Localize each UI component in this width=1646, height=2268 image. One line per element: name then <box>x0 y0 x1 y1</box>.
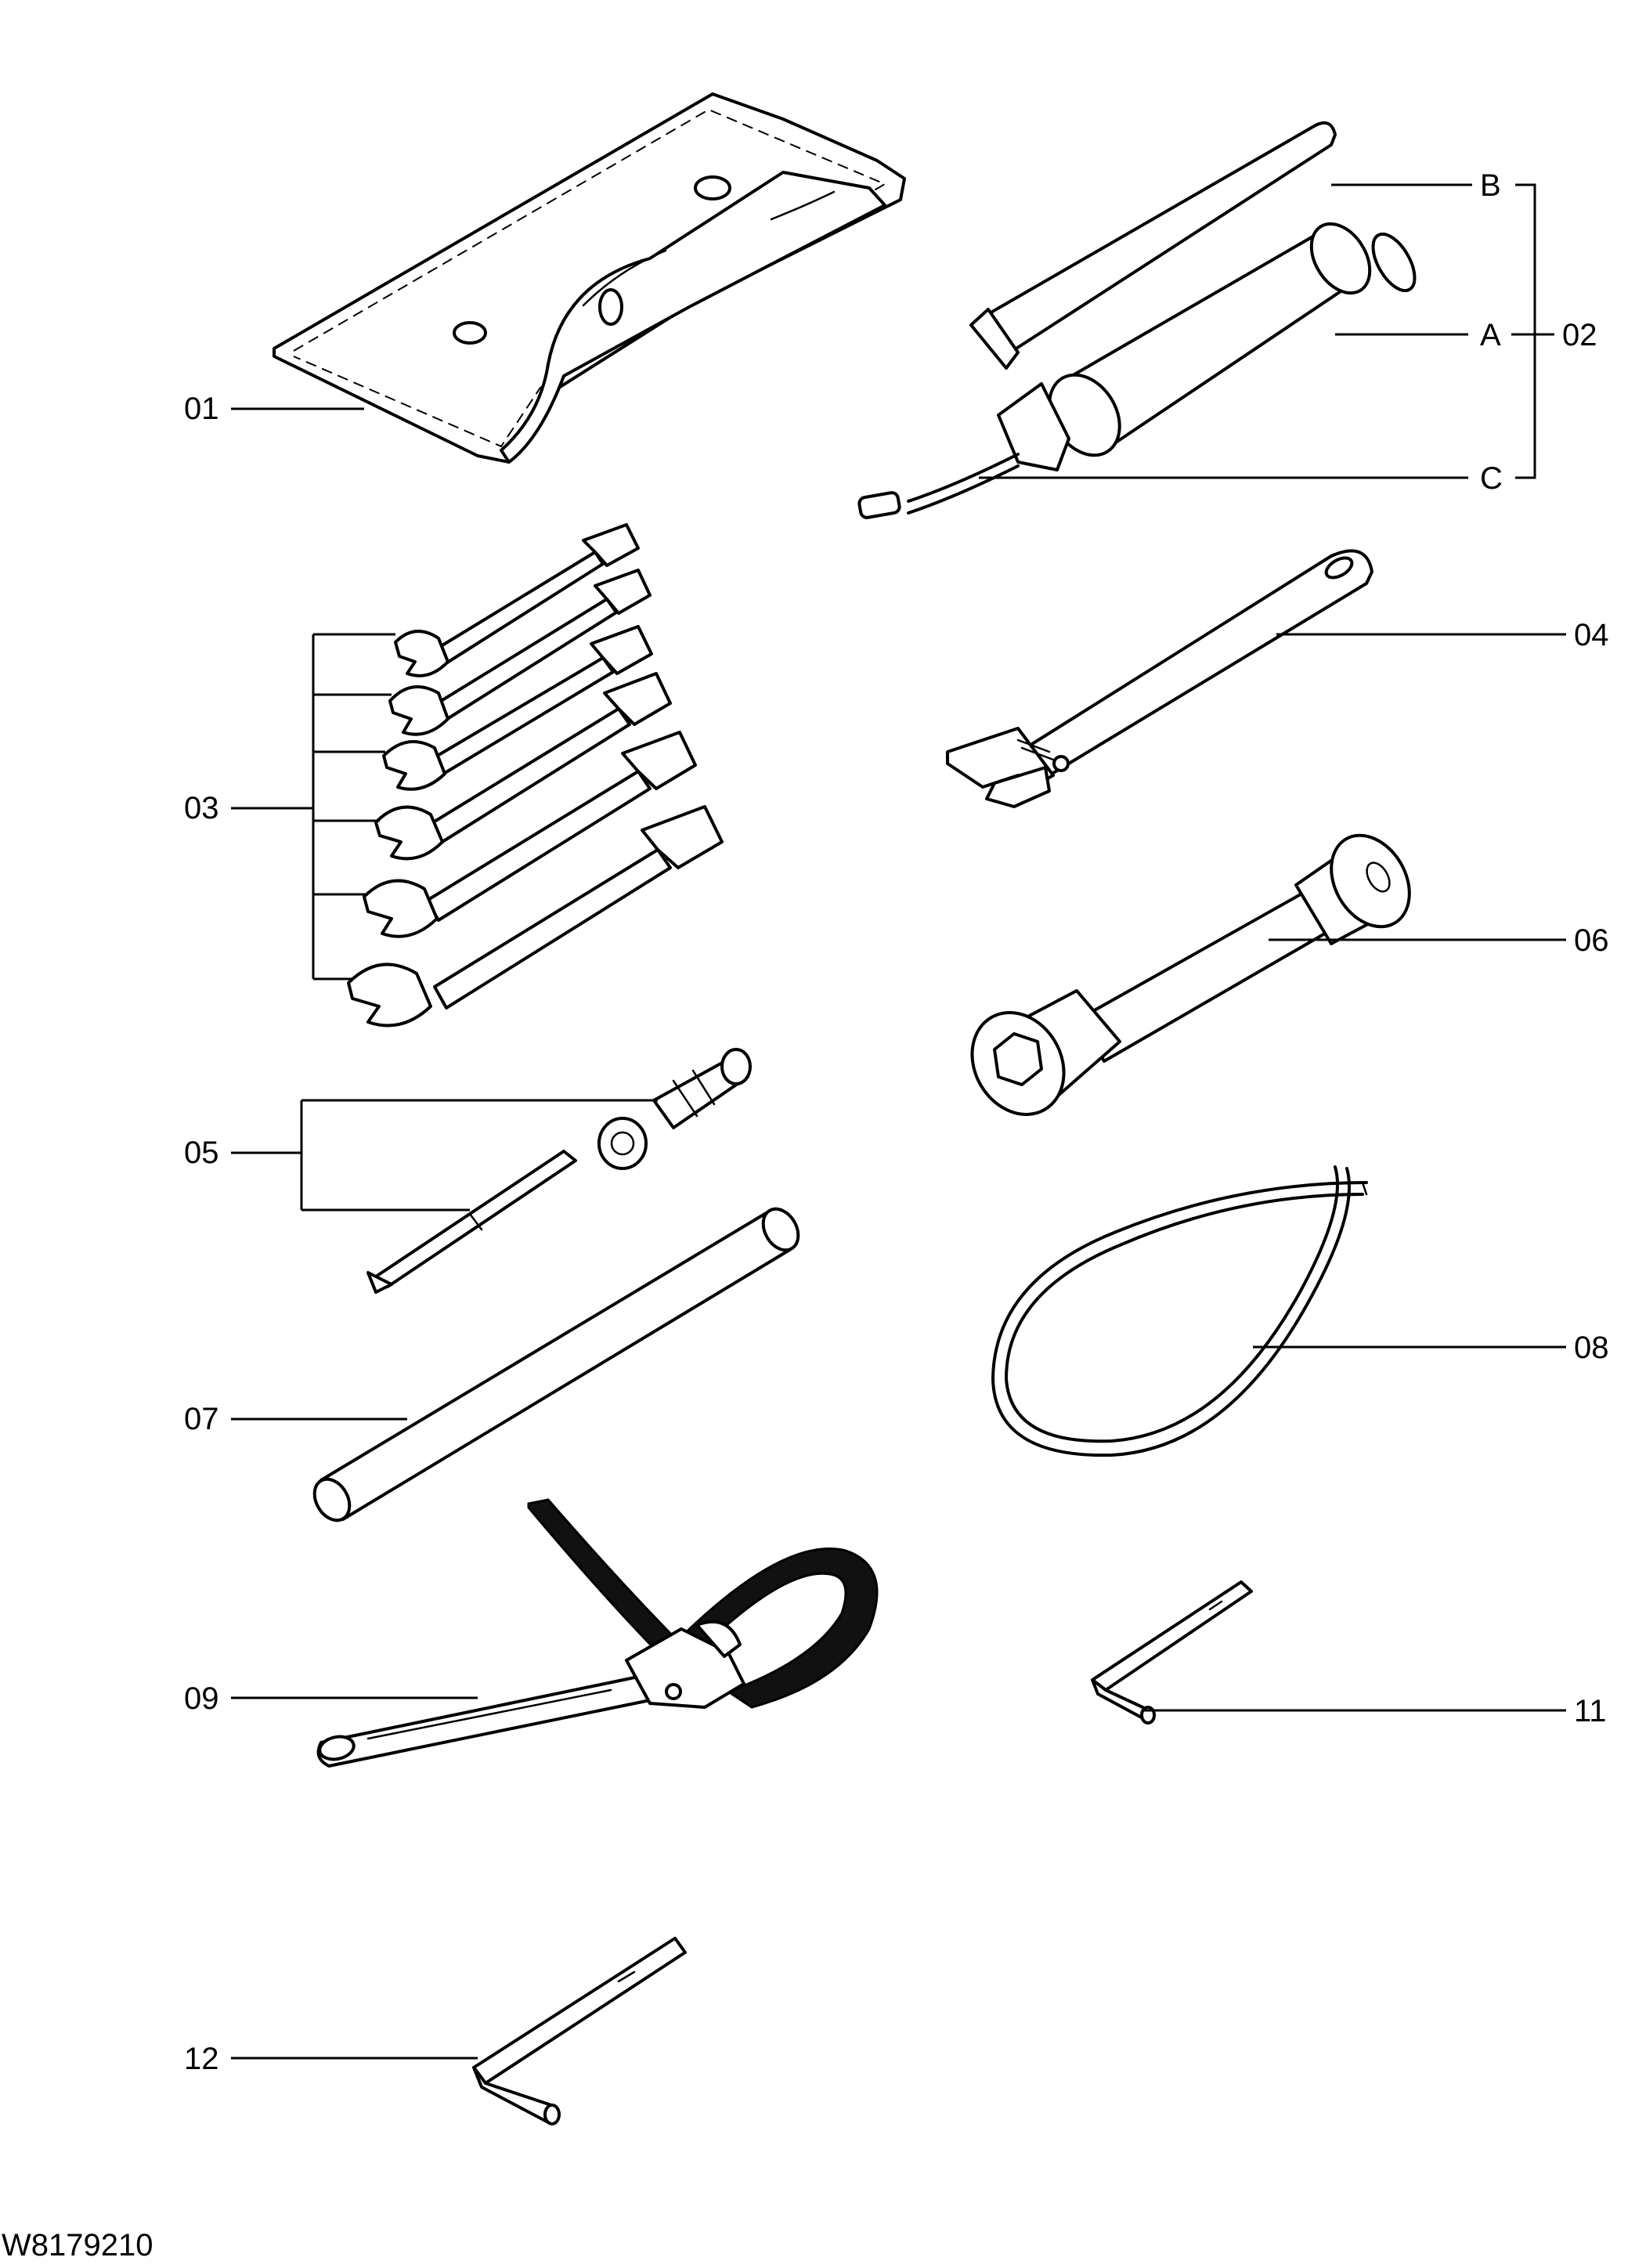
wrench-4 <box>374 672 672 861</box>
callout-12-label: 12 <box>184 2042 219 2076</box>
callout-02a-label: A <box>1480 318 1501 352</box>
wrench-1 <box>394 523 640 677</box>
wrench-5 <box>363 731 697 938</box>
callout-08-label: 08 <box>1574 1331 1609 1365</box>
tool-pouch <box>273 92 906 464</box>
callout-11-label: 11 <box>1574 1694 1607 1728</box>
callout-03-label: 03 <box>184 791 219 825</box>
wire-loop <box>991 1165 1368 1457</box>
callout-06-label: 06 <box>1574 923 1609 958</box>
strap-wrench <box>316 1498 879 1768</box>
hex-key-small <box>1091 1580 1253 1724</box>
callout-02-label: 02 <box>1562 318 1597 352</box>
callout-06: 06 <box>1269 923 1609 958</box>
adjustable-wrench <box>946 549 1373 808</box>
callout-08: 08 <box>1253 1331 1609 1365</box>
wrench-2 <box>388 569 652 736</box>
tommy-bar <box>312 1207 800 1522</box>
callout-02: B A C 02 <box>979 168 1597 496</box>
callout-12: 12 <box>184 2042 478 2076</box>
callout-07: 07 <box>184 1402 407 1436</box>
callout-09-label: 09 <box>184 1681 219 1716</box>
wrench-6 <box>347 805 724 1027</box>
callout-01: 01 <box>184 392 364 426</box>
callout-03: 03 <box>184 633 395 981</box>
callout-05-label: 05 <box>184 1136 219 1170</box>
callout-11: 11 <box>1143 1694 1607 1728</box>
grease-gun <box>857 121 1417 519</box>
box-spanner <box>970 833 1411 1116</box>
callout-04: 04 <box>1276 618 1609 652</box>
callout-02c-label: C <box>1480 461 1503 496</box>
callout-04-label: 04 <box>1574 618 1609 652</box>
screwdriver <box>366 1048 752 1294</box>
callout-02b-label: B <box>1480 168 1501 203</box>
wrench-3 <box>382 625 653 791</box>
hex-key-large <box>472 1937 687 2125</box>
wrench-set <box>347 523 724 1027</box>
callout-07-label: 07 <box>184 1402 219 1436</box>
callout-01-label: 01 <box>184 392 219 426</box>
diagram-id-label: W8179210 <box>2 2228 153 2263</box>
callout-09: 09 <box>184 1681 478 1716</box>
callout-05: 05 <box>184 1099 658 1212</box>
